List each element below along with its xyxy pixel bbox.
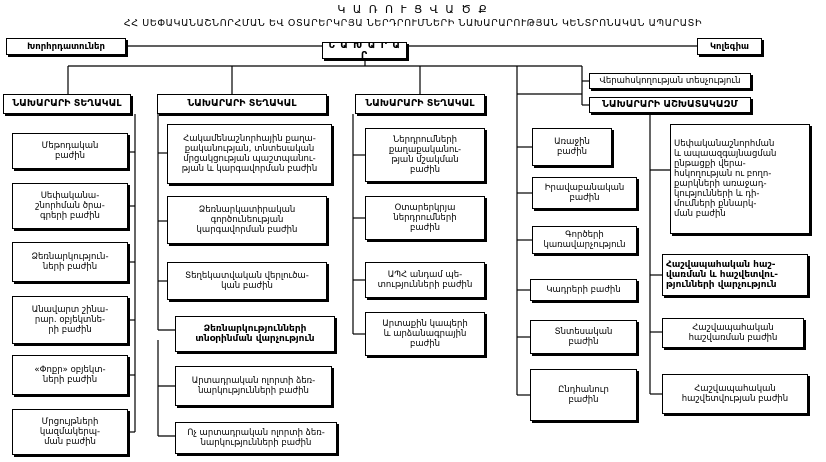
production-enterprises-department: Արտադրական ոլորտի ձեռ- նարկությունների բ…: [175, 366, 332, 406]
deputy-minister-3-header: ՆԱԽԱՐԱՐԻ ՏԵՂԱԿԱԼ: [355, 94, 485, 114]
deputy-minister-1-header: ՆԱԽԱՐԱՐԻ ՏԵՂԱԿԱԼ: [3, 94, 131, 114]
minister-box: Ն Ա Խ Ա Ր Ա Ր: [322, 42, 407, 59]
enterprise-management-directorate: Ձեռնարկությունների տնօրինման վարչություն: [175, 316, 335, 352]
accounting-reports-department: Հաշվապահական հաշվետվության բաժին: [662, 374, 808, 414]
chart-subtitle: ՀՀ ՍԵՓԱԿԱՆԱՇՆՈՐՀՄԱՆ ԵՎ ՕՏԱՐԵՐԿՐՅԱ ՆԵՐԴՐՈ…: [123, 18, 703, 29]
non-production-enterprises-department: Ոչ արտադրական ոլորտի ձեռ- նարկություններ…: [175, 422, 337, 454]
information-analysis-department: Տեղեկատվական վերլուծա- կան բաժին: [167, 262, 327, 300]
accounting-records-department: Հաշվապահական հաշվառման բաժին: [662, 318, 804, 348]
collegium-box: Կոլեգիա: [697, 38, 762, 55]
office-management: Գործերի կառավարչություն: [532, 226, 637, 254]
inspection-box: Վերահսկողության տեսչություն: [589, 73, 751, 89]
advisory-box: Խորհրդատուներ: [6, 38, 126, 55]
cis-states-department: ԱՊՀ անդամ պե- տությունների բաժին: [365, 262, 485, 298]
first-department: Առաջին բաժին: [532, 128, 612, 166]
entrepreneurship-regulation-department: Ձեռնարկատիրական գործունեության կարգավորմ…: [167, 196, 327, 244]
antimonopoly-department: Հակամենաշնորհային քաղա- քականության, տնտ…: [167, 124, 332, 184]
unfinished-construction-department: Անավարտ շինա- րար. օբյեկտնե- րի բաժին: [12, 296, 128, 344]
deputy-minister-2-header: ՆԱԽԱՐԱՐԻ ՏԵՂԱԿԱԼ: [157, 94, 327, 114]
general-department: Ընդհանուր բաժին: [530, 369, 637, 421]
privatization-programs-department: Սեփականա- շնորհման ծրա- գրերի բաժին: [12, 183, 128, 229]
legal-department: Իրավաբանական բաժին: [532, 177, 637, 209]
investment-policy-department: Ներդրումների քաղաքականու- թյան մշակման բ…: [365, 128, 485, 182]
methodology-department: Մեթոդական բաժին: [12, 133, 128, 169]
enterprises-department: Ձեռնարկություն- ների բաժին: [12, 242, 128, 282]
small-objects-department: «Փոքր» օբյեկտ- ների բաժին: [12, 355, 128, 395]
chart-title: Կ Ա Ռ Ո Ւ Ց Վ Ա Ծ Ք: [337, 3, 489, 16]
assistant-staff-box: ՆԱԽԱՐԱՐԻ ԱՇԽԱՏԱԿԱԶՄ: [589, 97, 751, 113]
economic-department: Տնտեսական բաժին: [530, 320, 637, 354]
personnel-department: Կադրերի բաժին: [530, 279, 637, 301]
accounting-reporting-directorate: Հաշվապահական հաշ- վառման և հաշվետվու- թյ…: [662, 254, 808, 296]
foreign-investment-department: Օտարերկրյա ներդրումների բաժին: [365, 196, 485, 240]
foreign-relations-protocol-department: Արտաքին կապերի և արձանագրային բաժին: [365, 312, 485, 356]
privatization-oversight-department: Սեփականաշնորհման և ապաազգայնացման ընթացք…: [670, 124, 810, 234]
tenders-department: Մրցույթների կազմակերպ- ման բաժին: [12, 409, 128, 455]
